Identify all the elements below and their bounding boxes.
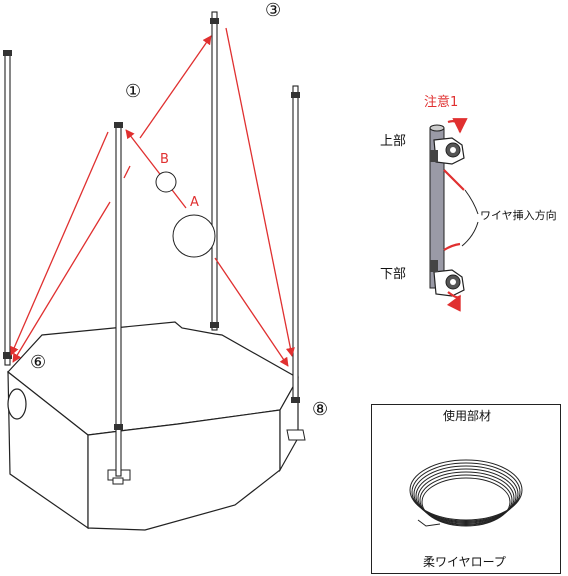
wire-arrows xyxy=(10,27,295,367)
arrow-3-to-8 xyxy=(225,27,295,357)
pole-clamps xyxy=(3,18,300,430)
point-a-circle xyxy=(172,214,216,258)
pole-3 xyxy=(211,11,218,331)
point-b-circle xyxy=(155,171,177,193)
point-a-label: A xyxy=(190,195,199,210)
arrow-to-6 xyxy=(12,201,111,363)
caution-label: 注意1 xyxy=(424,95,459,110)
pole-1 xyxy=(115,125,122,477)
materials-title: 使用部材 xyxy=(443,409,492,423)
point-b-label: B xyxy=(160,152,169,167)
materials-item: 柔ワイヤロープ xyxy=(423,555,506,569)
step-6-label: ⑥ xyxy=(30,352,47,373)
step-8-label: ⑧ xyxy=(312,399,329,420)
step-3-label: ③ xyxy=(265,0,282,21)
step-1-label: ① xyxy=(125,81,142,102)
arrow-A-to-1 xyxy=(125,129,187,209)
wire-rope-coil xyxy=(409,459,523,527)
detail-pole xyxy=(429,118,479,312)
bracket-right xyxy=(286,429,306,441)
pole-8 xyxy=(292,85,299,403)
arrow-1-to-6 xyxy=(10,131,109,356)
materials-box xyxy=(371,404,561,574)
arrow-1-to-3 xyxy=(139,35,212,139)
upper-label: 上部 xyxy=(380,134,407,149)
pole-6 xyxy=(4,54,11,366)
tank-port xyxy=(7,388,27,420)
wire-insert-label: ワイヤ挿入方向 xyxy=(480,209,557,222)
dash-1 xyxy=(123,165,131,179)
arrow-A-to-8 xyxy=(214,257,289,367)
tank xyxy=(7,321,299,531)
lower-label: 下部 xyxy=(380,267,407,282)
